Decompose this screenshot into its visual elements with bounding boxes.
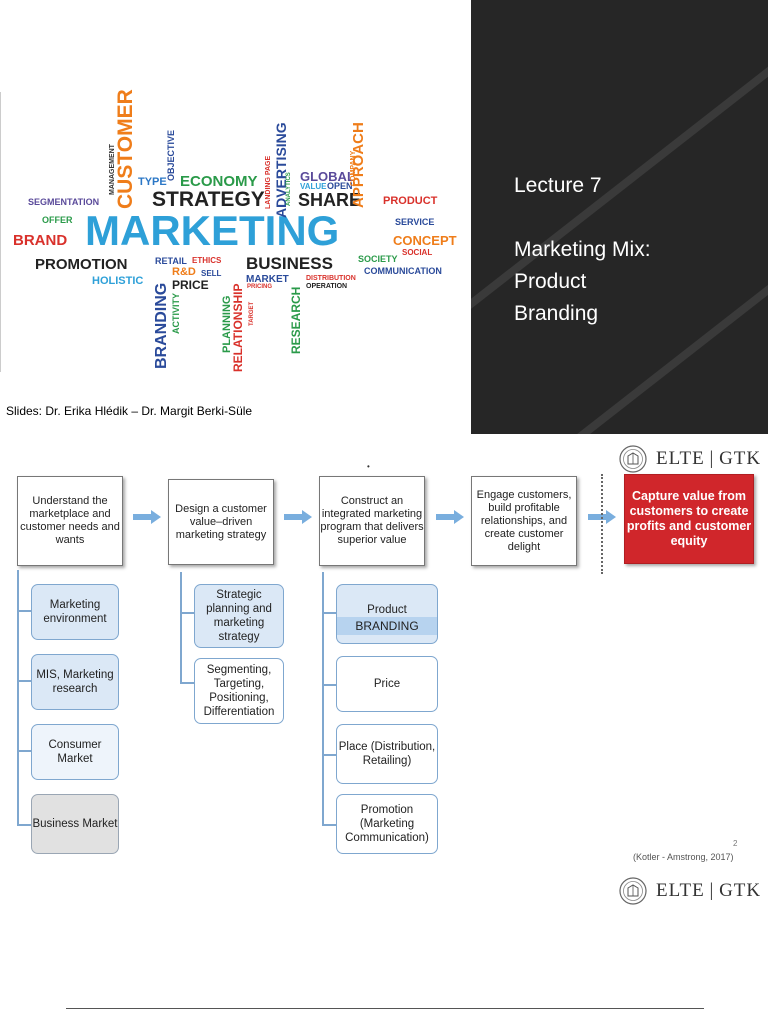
- connector-line: [17, 570, 19, 826]
- place-box: Place (Distribution, Retailing): [336, 724, 438, 784]
- connector-line: [17, 610, 31, 612]
- elte-gtk-logo: ELTE | GTK: [618, 444, 761, 474]
- cloud-word: SERVICE: [395, 217, 435, 227]
- cloud-word: MANAGEMENT: [109, 144, 116, 195]
- cloud-word: PRICE: [172, 278, 209, 292]
- page-footer-rule: [66, 1008, 704, 1009]
- cloud-word: RETAIL: [155, 256, 187, 266]
- cloud-word: OPEN: [327, 181, 353, 191]
- cloud-word: LANDING PAGE: [265, 155, 272, 209]
- promotion-box: Promotion (Marketing Communication): [336, 794, 438, 854]
- step-engage-customers: Engage customers, build profitable relat…: [471, 476, 577, 566]
- connector-line: [322, 572, 324, 826]
- cloud-word: HOLISTIC: [92, 275, 144, 287]
- segmenting-box: Segmenting, Targeting, Positioning, Diff…: [194, 658, 284, 724]
- cloud-word: SOCIETY: [358, 254, 398, 264]
- mis-research-box: MIS, Marketing research: [31, 654, 119, 710]
- connector-line: [17, 750, 31, 752]
- strategic-planning-box: Strategic planning and marketing strateg…: [194, 584, 284, 648]
- cloud-word: STRATEGY: [152, 188, 265, 211]
- cloud-word: VALUE: [300, 182, 327, 191]
- cloud-word: SOCIAL: [402, 248, 433, 257]
- cloud-word: BRAND: [13, 232, 68, 249]
- lecture-line: Branding: [514, 302, 599, 325]
- logo-text: ELTE | GTK: [656, 448, 762, 469]
- cloud-word: ACTIVITY: [171, 292, 181, 334]
- university-seal-icon: [619, 877, 647, 905]
- cloud-word: PRODUCT: [383, 195, 438, 207]
- image-border: [0, 92, 1, 372]
- cloud-word: RESEARCH: [289, 286, 303, 354]
- connector-line: [17, 824, 31, 826]
- logo-text: ELTE | GTK: [656, 880, 762, 901]
- cloud-word: MARKETING: [85, 207, 340, 254]
- step-construct-program: Construct an integrated marketing progra…: [319, 476, 425, 566]
- branding-highlight: BRANDING: [337, 617, 437, 635]
- cloud-word: ANALYTICS: [286, 172, 292, 206]
- cloud-word: BRANDING: [153, 282, 170, 369]
- page-number: 2: [733, 839, 738, 848]
- cloud-word: COMMUNICATION: [364, 266, 442, 276]
- cloud-word: TARGET: [249, 301, 255, 326]
- connector-line: [322, 824, 336, 826]
- cloud-word: BUSINESS: [246, 254, 333, 273]
- lecture-line: Product: [514, 270, 587, 293]
- bullet-dot: •: [367, 462, 370, 471]
- connector-line: [322, 754, 336, 756]
- product-label: Product: [367, 604, 407, 616]
- cloud-word: SEGMENTATION: [28, 197, 100, 207]
- cloud-word: TYPE: [138, 176, 167, 188]
- cloud-word: R&D: [172, 266, 196, 278]
- consumer-market-box: Consumer Market: [31, 724, 119, 780]
- step-understand-marketplace: Understand the marketplace and customer …: [17, 476, 123, 566]
- title-slide: MARKETING CUSTOMER MANAGEMENT TYPE OBJEC…: [0, 0, 768, 434]
- cloud-word: DISTRIBUTION: [306, 275, 356, 282]
- cloud-word: OFFER: [42, 215, 73, 225]
- cloud-word: MARKET: [246, 274, 289, 285]
- lecture-line: Lecture 7: [514, 174, 602, 197]
- cloud-word: OPERATION: [306, 283, 348, 290]
- connector-line: [180, 572, 182, 684]
- title-panel: [471, 0, 768, 434]
- cloud-word: CONCEPT: [393, 233, 457, 248]
- cloud-word: GLOBAL: [300, 169, 355, 184]
- cloud-word: SELL: [201, 269, 222, 278]
- step-design-strategy: Design a customer value–driven marketing…: [168, 479, 274, 565]
- lecture-title: Lecture 7 Marketing Mix: Product Brandin…: [514, 170, 651, 330]
- price-box: Price: [336, 656, 438, 712]
- step-capture-value: Capture value from customers to create p…: [624, 474, 754, 564]
- elte-gtk-logo: ELTE | GTK: [618, 876, 761, 906]
- lecture-line: [514, 202, 651, 234]
- cloud-word: ETHICS: [192, 256, 222, 265]
- marketing-word-cloud: MARKETING CUSTOMER MANAGEMENT TYPE OBJEC…: [0, 89, 470, 374]
- connector-line: [180, 612, 194, 614]
- cloud-word: RELATIONSHIP: [231, 283, 245, 372]
- product-box: Product BRANDING: [336, 584, 438, 644]
- right-arrow-icon: [133, 510, 161, 524]
- connector-line: [322, 612, 336, 614]
- university-seal-icon: [619, 445, 647, 473]
- connector-line: [180, 682, 194, 684]
- cloud-word: PROMOTION: [35, 256, 128, 273]
- right-arrow-icon: [436, 510, 464, 524]
- cloud-word: APPROACH: [350, 122, 367, 208]
- cloud-word: CUSTOMER: [114, 89, 137, 209]
- cloud-word: SHARE: [298, 190, 362, 210]
- business-market-box: Business Market: [31, 794, 119, 854]
- cloud-word: ECONOMY: [180, 173, 258, 190]
- environment-box: Marketing environment: [31, 584, 119, 640]
- cloud-word: OBJECTIVE: [166, 129, 176, 181]
- cloud-word: PRICING: [247, 284, 273, 290]
- connector-line: [17, 680, 31, 682]
- lecture-line: Marketing Mix:: [514, 238, 651, 261]
- right-arrow-icon: [284, 510, 312, 524]
- connector-line: [322, 684, 336, 686]
- slide-credits: Slides: Dr. Erika Hlédik – Dr. Margit Be…: [6, 404, 253, 418]
- citation: (Kotler - Amstrong, 2017): [633, 852, 734, 862]
- divider-dotted-line: [601, 474, 603, 574]
